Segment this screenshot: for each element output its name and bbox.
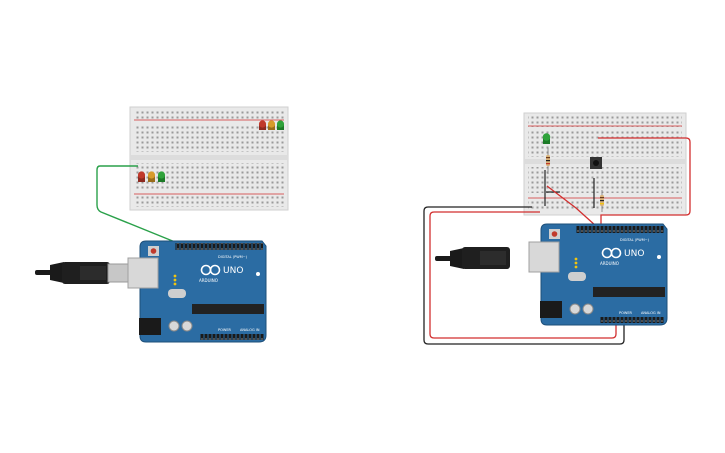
right-wire-red-signal[interactable] <box>546 185 597 227</box>
right-resistor-1[interactable] <box>546 148 550 174</box>
right-wire-black-loop[interactable] <box>423 206 625 345</box>
left-led-top-green[interactable] <box>276 120 285 130</box>
left-digital-header: DIGITAL (PWM~) <box>218 255 248 259</box>
left-board-brand: ARDUINO <box>199 278 218 283</box>
right-power-header: POWER <box>619 311 633 315</box>
right-wire-red-loop[interactable] <box>598 137 691 228</box>
right-circuit: UNO ARDUINO DIGITAL (PWM~) POWER ANALOG … <box>423 112 691 345</box>
right-arduino-board[interactable]: UNO ARDUINO DIGITAL (PWM~) POWER ANALOG … <box>528 223 668 326</box>
left-arduino-board[interactable]: UNO ARDUINO DIGITAL (PWM~) POWER ANALOG … <box>127 240 267 343</box>
right-led-green[interactable] <box>542 133 551 144</box>
right-resistor-2[interactable] <box>600 190 604 212</box>
left-led-top-red[interactable] <box>258 120 267 130</box>
right-analog-header: ANALOG IN <box>641 311 661 315</box>
left-circuit: UNO ARDUINO DIGITAL (PWM~) POWER ANALOG … <box>35 106 289 343</box>
left-arduino-logo <box>200 264 221 276</box>
left-led-mid-red[interactable] <box>137 171 146 182</box>
right-breadboard[interactable] <box>523 112 687 216</box>
right-board-brand: ARDUINO <box>600 261 619 266</box>
right-board-model: UNO <box>624 249 644 259</box>
left-led-mid-orange[interactable] <box>147 171 156 182</box>
right-pushbutton[interactable] <box>590 157 602 169</box>
right-digital-header: DIGITAL (PWM~) <box>620 238 650 242</box>
right-usb-cable <box>435 247 510 269</box>
left-board-model: UNO <box>223 266 243 276</box>
left-usb-cable <box>35 262 139 284</box>
left-power-header: POWER <box>218 328 232 332</box>
left-wire-green[interactable] <box>96 165 181 245</box>
right-arduino-logo <box>601 247 622 259</box>
left-led-mid-green[interactable] <box>157 171 166 182</box>
left-analog-header: ANALOG IN <box>240 328 260 332</box>
left-led-top-orange[interactable] <box>267 120 276 130</box>
right-wire-red-5v[interactable] <box>429 211 617 339</box>
